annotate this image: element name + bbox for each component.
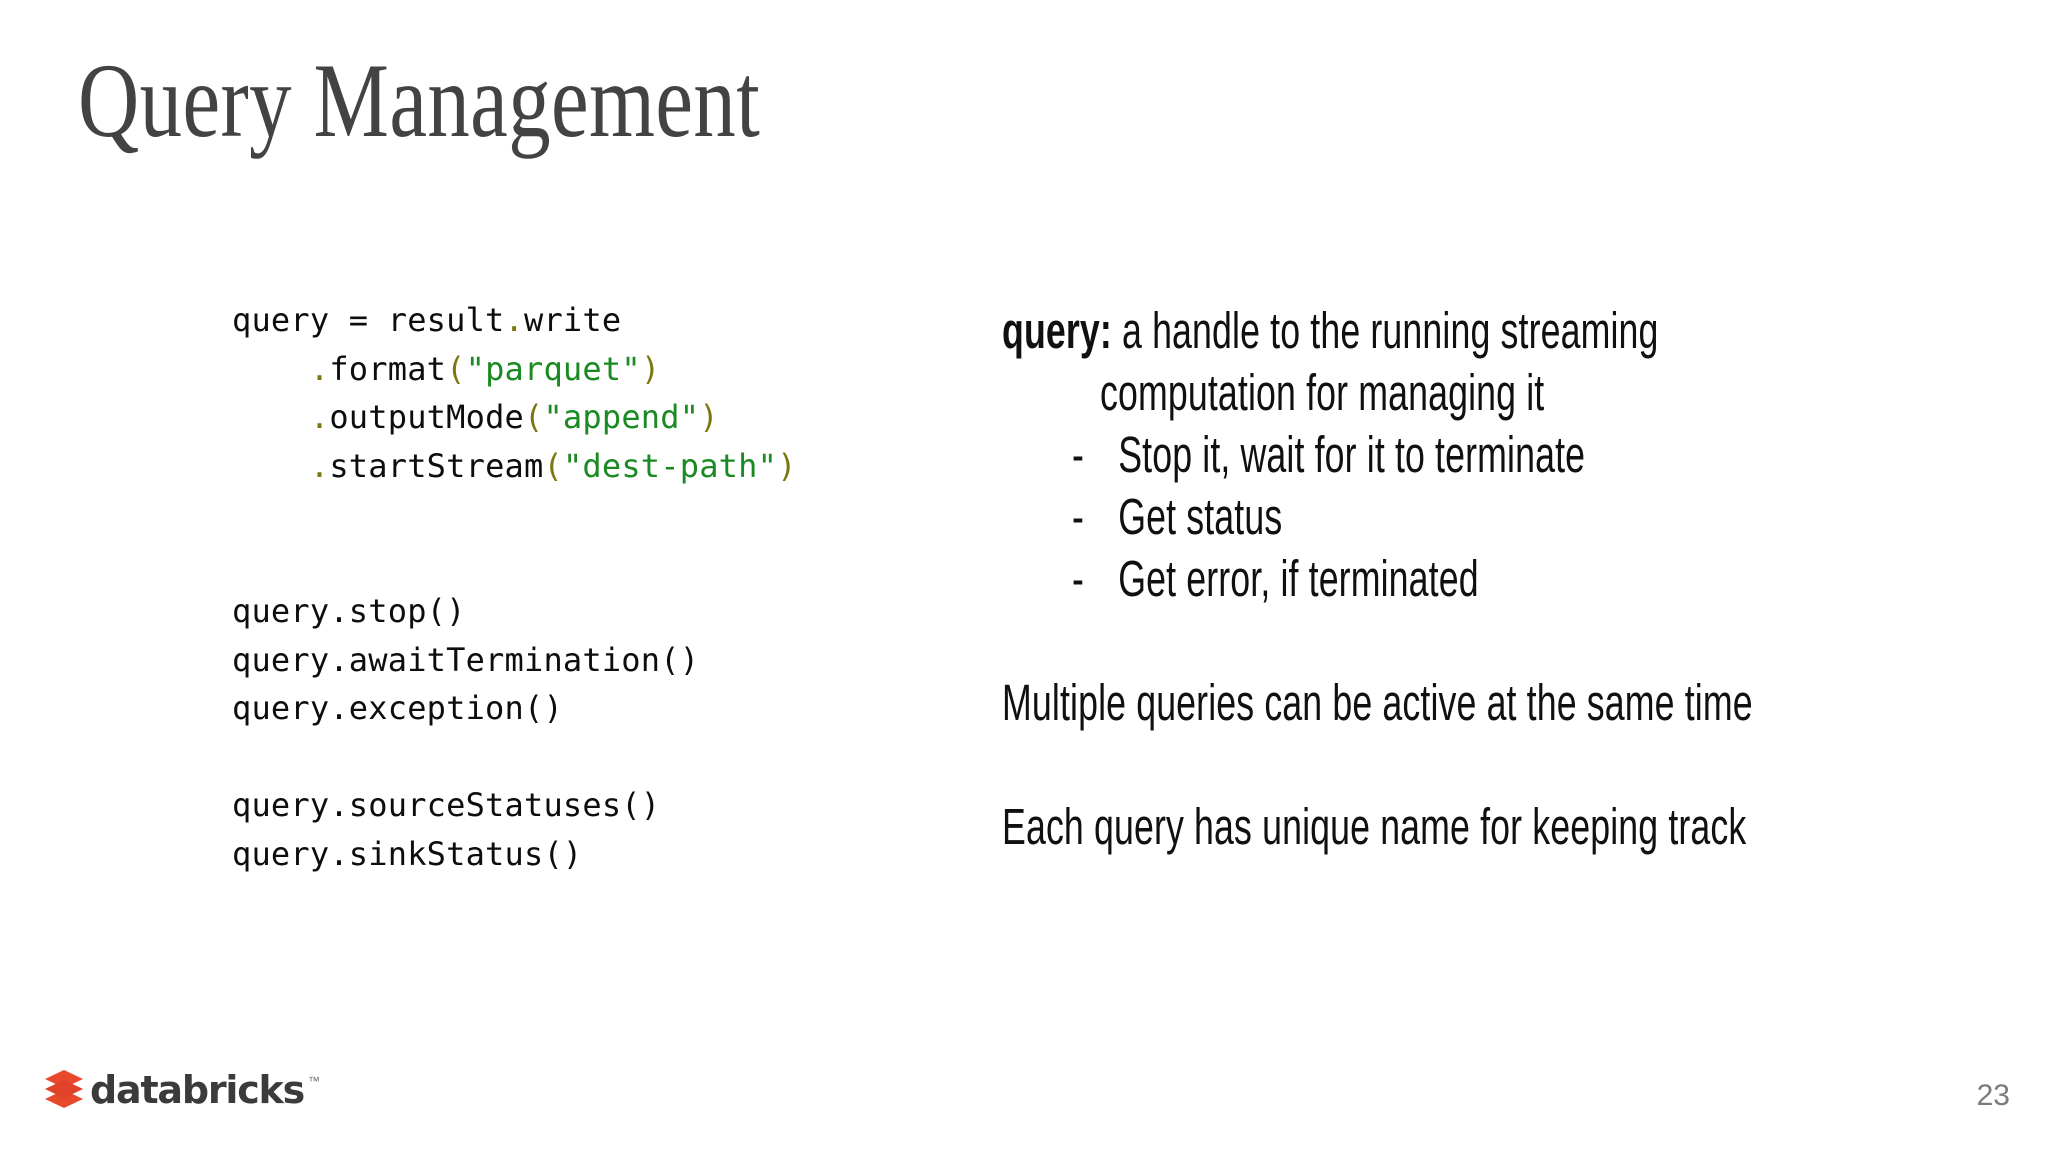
databricks-logo: databricks ™	[44, 1068, 320, 1110]
code-token-string: "parquet"	[465, 349, 641, 388]
trademark-symbol: ™	[308, 1074, 321, 1088]
notes-bullet-label: Get status	[1118, 488, 1283, 545]
bullet-dash-marker: -	[1072, 426, 1085, 483]
code-token-punct: )	[699, 398, 719, 436]
code-line: .outputMode("append")	[232, 393, 797, 442]
code-token-punct: .	[504, 301, 524, 339]
bullet-dash-marker: -	[1072, 488, 1085, 545]
code-token-punct: .	[309, 398, 330, 436]
code-line	[232, 539, 797, 588]
code-line: .startStream("dest-path")	[232, 442, 797, 491]
notes-bullet-item: -Stop it, wait for it to terminate	[1072, 424, 1702, 486]
notes-bullet-label: Get error, if terminated	[1118, 550, 1479, 607]
code-line: query.awaitTermination()	[232, 636, 797, 685]
code-token-punct: )	[640, 349, 661, 388]
page-title: Query Management	[78, 42, 761, 159]
code-token-punct: .	[309, 446, 330, 485]
code-token-plain: startStream	[329, 446, 544, 485]
code-token-plain	[232, 398, 310, 436]
code-token-plain: query.sinkStatus()	[232, 834, 583, 873]
code-token-plain: query.sourceStatuses()	[232, 786, 661, 824]
code-line	[232, 733, 797, 782]
page-number: 23	[1976, 1079, 2010, 1112]
notes-paragraph-1: Multiple queries can be active at the sa…	[1002, 674, 1753, 731]
code-token-punct: )	[777, 446, 797, 485]
databricks-bricks-icon	[44, 1068, 84, 1110]
code-token-string: "dest-path"	[562, 446, 778, 485]
bullet-dash-marker: -	[1072, 550, 1085, 607]
notes-bullet-list: -Stop it, wait for it to terminate-Get s…	[1002, 424, 1702, 610]
code-token-plain	[232, 447, 310, 485]
code-token-punct: .	[309, 349, 330, 388]
code-token-plain	[232, 350, 310, 388]
code-token-plain: outputMode	[329, 398, 524, 436]
code-token-plain: write	[524, 301, 622, 339]
code-token-plain: query.stop()	[232, 592, 466, 630]
notes-bullet-label: Stop it, wait for it to terminate	[1118, 426, 1586, 483]
code-token-punct: (	[524, 398, 544, 436]
code-token-punct: (	[446, 349, 466, 388]
code-line: query.exception()	[232, 684, 797, 733]
databricks-wordmark: databricks	[90, 1068, 305, 1112]
code-line: query.stop()	[232, 587, 797, 636]
notes-lead-label: query:	[1002, 302, 1112, 359]
code-line: .format("parquet")	[232, 345, 797, 394]
code-line: query = result.write	[232, 296, 797, 345]
code-token-string: "append"	[543, 398, 700, 436]
notes-bullet-item: -Get status	[1072, 486, 1702, 548]
code-token-plain: query.exception()	[232, 689, 563, 727]
code-token-punct: (	[543, 446, 563, 485]
code-line: query.sinkStatus()	[232, 830, 797, 879]
code-token-plain: query.awaitTermination()	[232, 640, 700, 679]
code-token-plain: query = result	[232, 301, 505, 339]
notes-lead-continuation: computation for managing it	[1100, 364, 1545, 421]
code-line	[232, 490, 797, 539]
code-token-plain: format	[329, 349, 447, 388]
code-line: query.sourceStatuses()	[232, 781, 797, 830]
notes-panel: query: a handle to the running streaming…	[1002, 300, 1753, 858]
notes-lead-text: a handle to the running streaming	[1111, 302, 1659, 359]
notes-bullet-item: -Get error, if terminated	[1072, 548, 1702, 610]
notes-paragraph-2: Each query has unique name for keeping t…	[1002, 798, 1747, 855]
code-block: query = result.write .format("parquet") …	[232, 296, 797, 878]
notes-lead: query: a handle to the running streaming	[1002, 300, 1702, 362]
